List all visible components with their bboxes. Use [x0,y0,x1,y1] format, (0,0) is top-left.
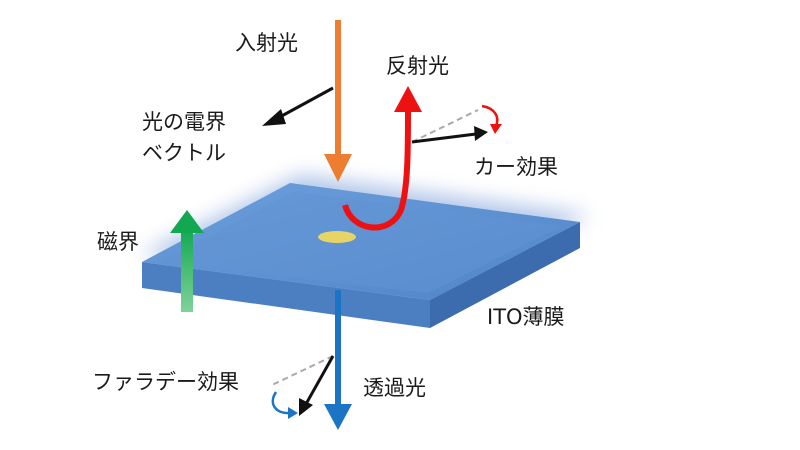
faraday-reference-line [271,355,334,386]
plate-side-face [430,222,580,328]
magnetic-field-label: 磁界 [97,230,139,254]
faraday-vector-icon [304,355,335,405]
transmitted-light-label: 透過光 [363,376,426,400]
incident-light-label: 入射光 [235,31,298,55]
kerr-reference-line [411,109,479,143]
e-field-label-line2: ベクトル [142,141,226,165]
transmitted-light-arrow [324,290,352,430]
kerr-rotation-group [411,104,502,144]
ito-plate [142,183,580,328]
reflected-light-label: 反射光 [386,54,449,78]
kerr-effect-label: カー効果 [474,155,558,179]
kerr-vector-icon [411,132,477,144]
faraday-effect-label: ファラデー効果 [92,370,239,394]
faraday-rotation-group [271,355,335,419]
kerr-rotation-arrow-icon [481,104,499,127]
reflected-light-arrow [342,86,422,231]
magnetic-field-arrow [170,210,204,312]
incident-light-arrow [324,20,352,182]
e-field-vector-icon [262,86,334,126]
light-spot [318,231,356,243]
e-field-label-line1: 光の電界 [142,110,226,134]
plate-front-face [142,262,430,328]
ito-film-label: ITO薄膜 [487,305,565,329]
faraday-rotation-arrow-icon [271,391,291,415]
plate-top-inner [160,192,562,293]
